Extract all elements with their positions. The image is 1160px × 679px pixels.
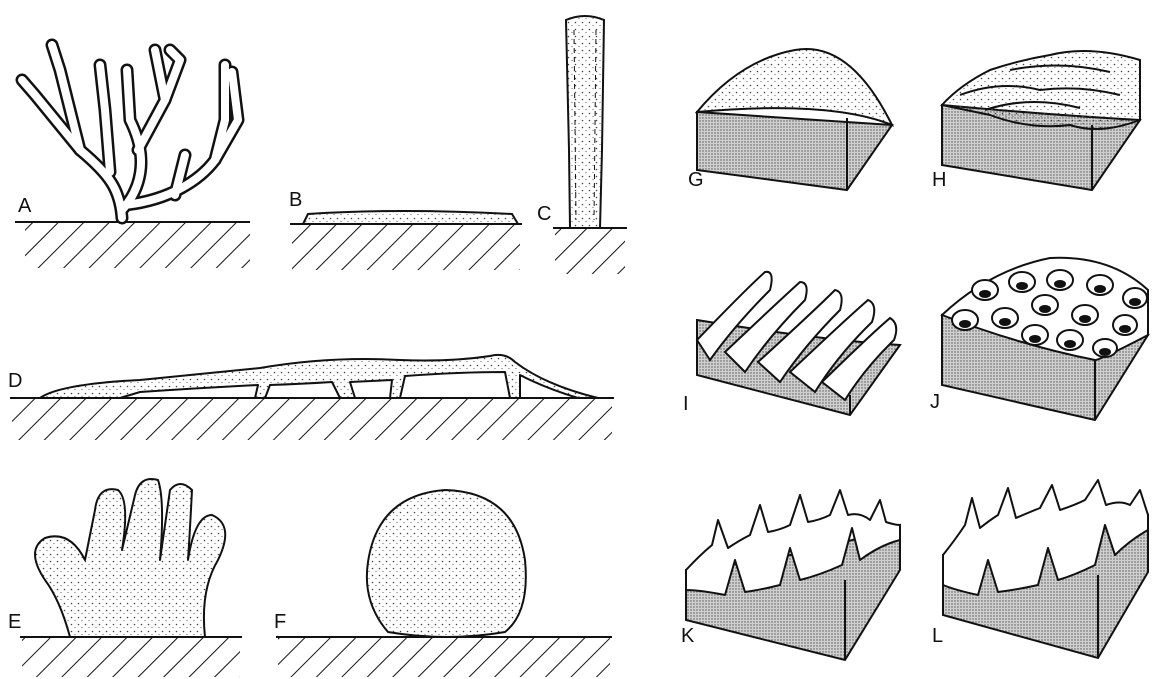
label-k: K [681, 625, 695, 647]
panel-j: J [930, 258, 1148, 420]
label-b: B [289, 189, 302, 211]
substrate-e [22, 637, 240, 677]
substrate-b [292, 224, 520, 270]
repent-sponge-d [40, 355, 598, 398]
substrate-d [12, 398, 612, 440]
panel-l: L [932, 480, 1148, 658]
label-g: G [688, 169, 704, 191]
panel-c: C [537, 16, 627, 274]
label-j: J [930, 391, 940, 413]
substrate-c [555, 228, 625, 274]
label-f: F [274, 611, 286, 633]
block-side-g [697, 112, 892, 190]
label-e: E [8, 611, 21, 633]
panel-k: K [681, 490, 900, 660]
panel-g: G [688, 49, 892, 191]
label-l: L [932, 625, 943, 647]
substrate-f [278, 637, 610, 677]
panel-h: H [932, 51, 1140, 191]
label-h: H [932, 169, 946, 191]
label-d: D [8, 370, 22, 392]
label-a: A [18, 195, 32, 217]
substrate-a [25, 222, 250, 268]
label-c: C [537, 203, 551, 225]
panel-e: E [8, 479, 242, 677]
panel-d: D [8, 355, 614, 440]
panel-i: I [683, 272, 900, 415]
label-i: I [683, 393, 689, 415]
digitate-sponge-e [35, 479, 225, 637]
encrusting-sponge-b [303, 211, 518, 224]
panel-a: A [15, 45, 250, 268]
panel-f: F [274, 490, 612, 677]
panel-b: B [289, 189, 522, 270]
globular-sponge-f [367, 490, 526, 637]
tubular-sponge-c [566, 16, 604, 228]
